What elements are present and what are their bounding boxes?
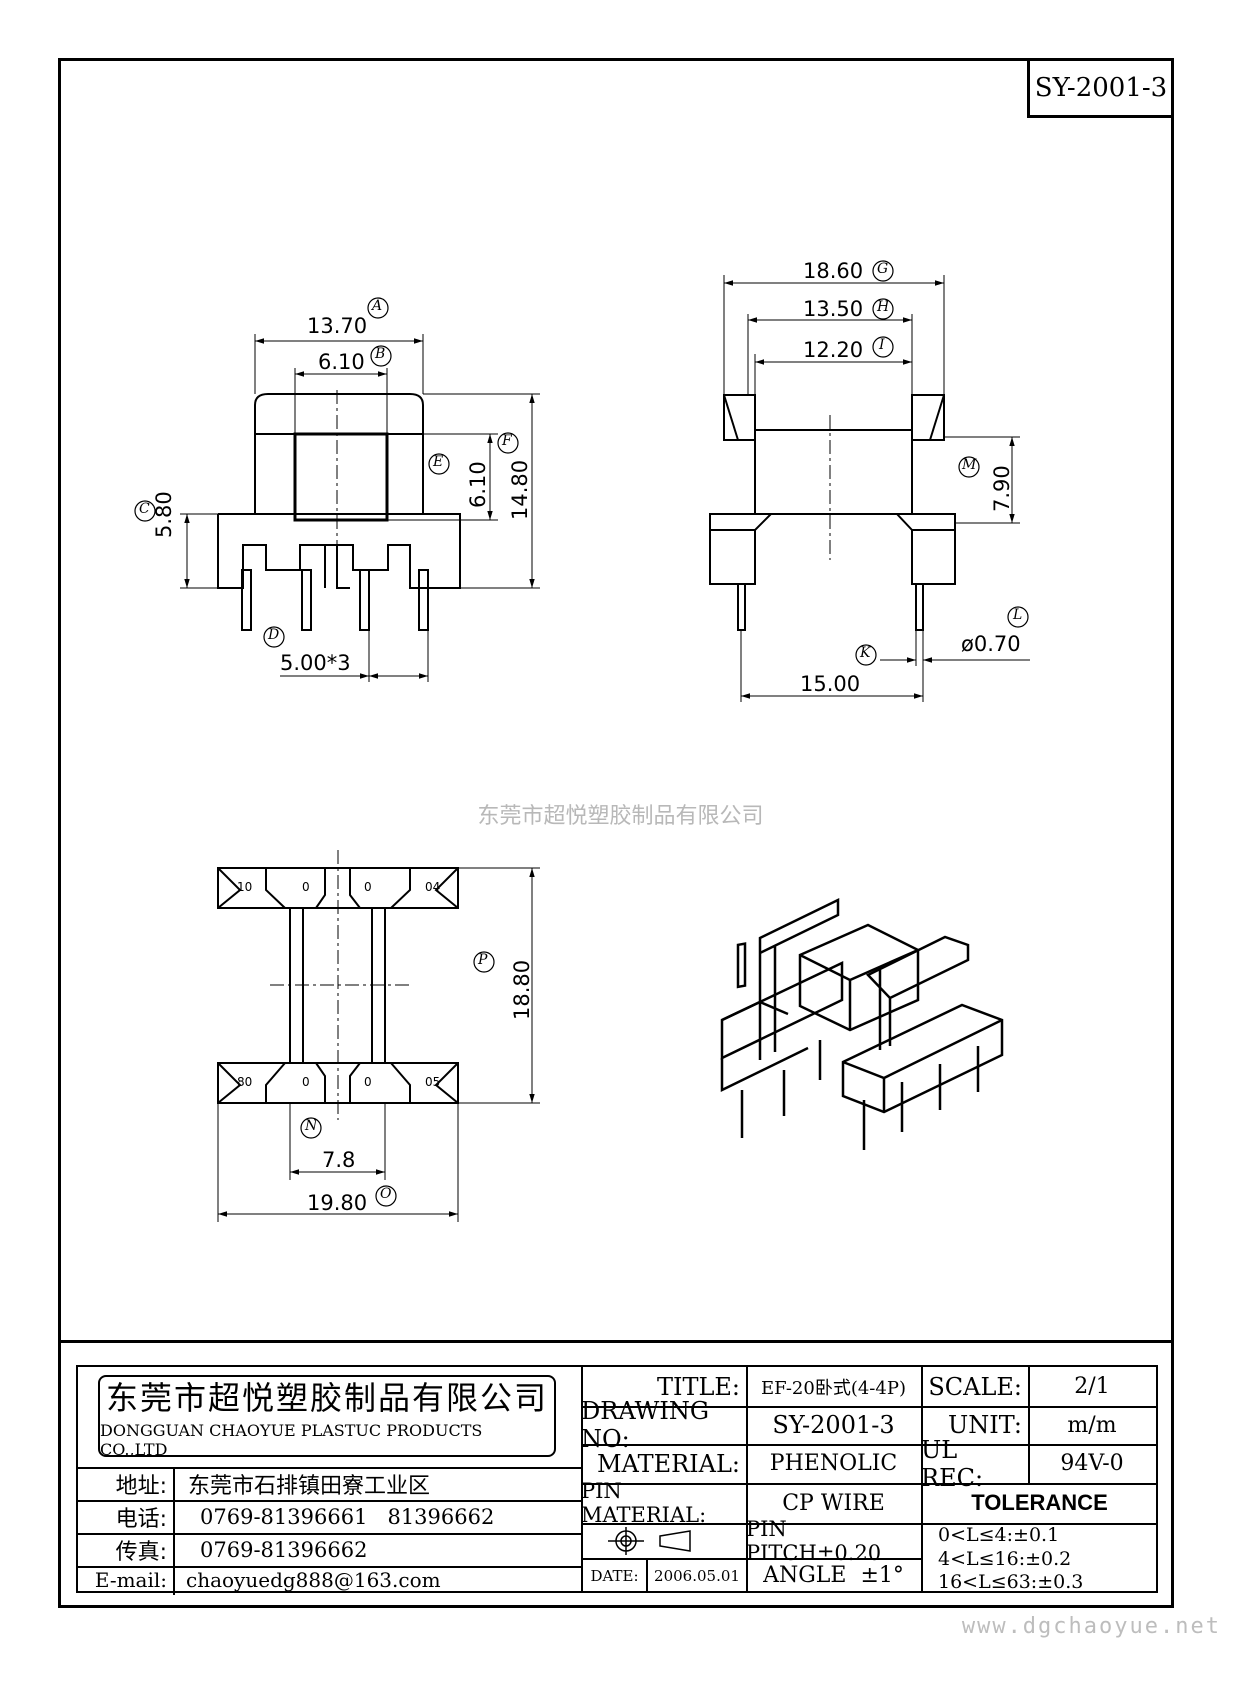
dim-f-value: 14.80 xyxy=(508,459,532,520)
pin-material-value: CP WIRE xyxy=(782,1490,885,1516)
pin-label: 0 xyxy=(302,880,310,894)
dim-i-value: 12.20 xyxy=(803,338,864,362)
phone-label: 电话: xyxy=(115,1506,167,1532)
unit-label: UNIT: xyxy=(948,1411,1022,1439)
drawing-no-value: SY-2001-3 xyxy=(772,1411,895,1439)
tag-l: L xyxy=(1013,607,1023,623)
website-watermark: www.dgchaoyue.net xyxy=(961,1614,1221,1639)
title-value: EF-20卧式(4-4P) xyxy=(761,1377,906,1399)
tag-n: N xyxy=(305,1118,318,1134)
email-value: chaoyuedg888@163.com xyxy=(186,1567,441,1592)
tag-k: K xyxy=(860,645,871,661)
dim-e-value: 6.10 xyxy=(466,461,490,508)
watermark: 东莞市超悦塑胶制品有限公司 xyxy=(477,804,764,829)
dim-l-value: ø0.70 xyxy=(961,632,1021,656)
isometric-view xyxy=(720,898,1004,1150)
pin-label: 04 xyxy=(425,880,441,894)
projection-symbol xyxy=(608,1527,691,1555)
tag-b: B xyxy=(375,346,386,362)
title-block: 东莞市超悦塑胶制品有限公司 DONGGUAN CHAOYUE PLASTUC P… xyxy=(76,1365,1158,1595)
angle-tolerance: ANGLE ±1° xyxy=(763,1563,904,1588)
company-name-cn: 东莞市超悦塑胶制品有限公司 xyxy=(105,1379,548,1417)
tag-d: D xyxy=(268,627,280,643)
title-block-frame xyxy=(60,1340,1172,1611)
dim-h-value: 13.50 xyxy=(803,297,864,321)
pin-material-label: PIN MATERIAL: xyxy=(581,1479,707,1527)
dim-o-value: 19.80 xyxy=(307,1191,368,1215)
reference-tags xyxy=(134,260,1029,1207)
dim-c-value: 5.80 xyxy=(152,491,176,538)
pin-label: 10 xyxy=(237,880,253,894)
fax-value: 0769-81396662 xyxy=(200,1537,368,1562)
dim-a-value: 13.70 xyxy=(307,314,368,338)
company-name-en: DONGGUAN CHAOYUE PLASTUC PRODUCTS CO.,LT… xyxy=(100,1421,483,1459)
tag-h: H xyxy=(877,299,890,315)
scale-label: SCALE: xyxy=(928,1372,1022,1401)
tag-o: O xyxy=(380,1186,392,1202)
date-label: DATE: xyxy=(590,1566,639,1585)
fax-label: 传真: xyxy=(115,1539,167,1565)
pin-label: 0 xyxy=(302,1075,310,1089)
tag-m: M xyxy=(962,457,977,473)
material-value: PHENOLIC xyxy=(769,1451,898,1476)
tolerance-range-1: 0<L≤4:±0.1 xyxy=(938,1524,1060,1546)
material-label: MATERIAL: xyxy=(596,1449,740,1478)
tolerance-label: TOLERANCE xyxy=(971,1490,1108,1515)
dim-g-value: 18.60 xyxy=(803,259,864,283)
date-value: 2006.05.01 xyxy=(654,1566,740,1585)
drawing-frame xyxy=(58,58,1174,1608)
pin-label: 0 xyxy=(364,1075,372,1089)
company-box: 东莞市超悦塑胶制品有限公司 DONGGUAN CHAOYUE PLASTUC P… xyxy=(98,1375,556,1459)
side-view xyxy=(709,275,1030,702)
tag-i: I xyxy=(879,337,885,353)
dim-d-value: 5.00*3 xyxy=(280,651,351,675)
pin-label: 0 xyxy=(364,880,372,894)
tag-p: P xyxy=(478,952,488,968)
tag-c: C xyxy=(139,501,150,517)
pin-label: 80 xyxy=(237,1075,253,1089)
address-label: 地址: xyxy=(115,1473,167,1499)
part-number-box: SY-2001-3 xyxy=(1027,61,1172,118)
bottom-view xyxy=(217,850,540,1222)
pin-pitch: PIN PITCH±0.20 xyxy=(746,1516,882,1565)
title-label: TITLE: xyxy=(656,1372,740,1401)
tag-e: E xyxy=(433,454,444,470)
dim-m-value: 7.90 xyxy=(990,465,1014,512)
drawing-no-label: DRAWING NO: xyxy=(581,1397,709,1453)
tag-a: A xyxy=(372,298,383,314)
ul-label: UL REC: xyxy=(921,1435,984,1492)
tolerance-range-3: 16<L≤63:±0.3 xyxy=(938,1571,1084,1593)
front-view xyxy=(180,334,540,682)
ul-value: 94V-0 xyxy=(1060,1451,1124,1476)
dim-b-value: 6.10 xyxy=(318,350,365,374)
dim-k-value: 15.00 xyxy=(800,672,861,696)
email-label: E-mail: xyxy=(94,1567,167,1592)
tolerance-range-2: 4<L≤16:±0.2 xyxy=(938,1548,1072,1570)
dim-n-value: 7.8 xyxy=(322,1148,356,1172)
unit-value: m/m xyxy=(1067,1412,1117,1438)
pin-label: 05 xyxy=(425,1075,441,1089)
dim-p-value: 18.80 xyxy=(510,959,534,1020)
tag-g: G xyxy=(877,261,889,277)
scale-value: 2/1 xyxy=(1074,1374,1110,1399)
tag-f: F xyxy=(502,433,512,449)
address-value: 东莞市石排镇田寮工业区 xyxy=(188,1473,431,1499)
part-number: SY-2001-3 xyxy=(1034,73,1168,103)
phone-value: 0769-81396661 81396662 xyxy=(200,1504,495,1529)
